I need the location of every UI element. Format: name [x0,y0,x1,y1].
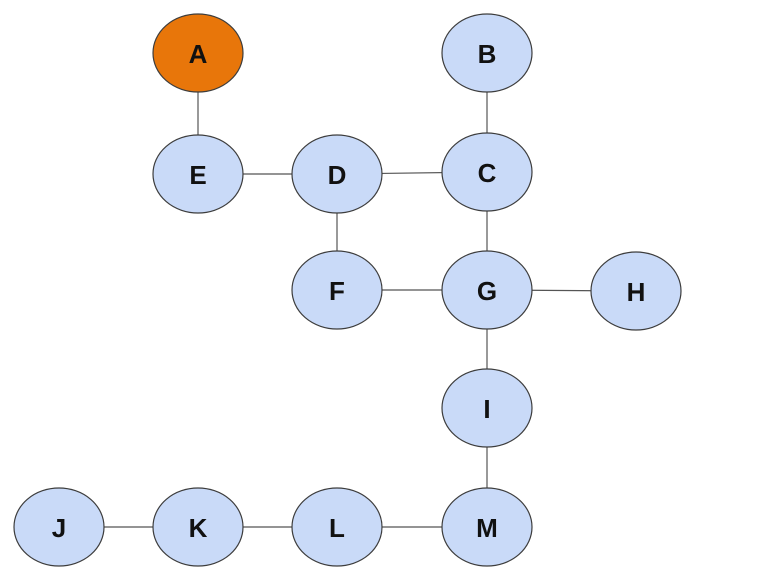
node-e: E [152,134,244,214]
node-circle-d [291,134,383,214]
node-circle-i [441,368,533,448]
node-label-h: H [627,277,646,307]
node-k: K [152,487,244,567]
node-b: B [441,13,533,93]
node-c: C [441,132,533,212]
node-label-a: A [189,39,208,69]
node-label-m: M [476,513,498,543]
node-circle-b [441,13,533,93]
node-h: H [590,251,682,331]
node-circle-l [291,487,383,567]
node-circle-f [291,250,383,330]
node-label-b: B [478,39,497,69]
node-label-l: L [329,513,345,543]
node-label-d: D [328,160,347,190]
node-circle-a [152,13,244,93]
node-label-k: K [189,513,208,543]
node-d: D [291,134,383,214]
node-a: A [152,13,244,93]
node-l: L [291,487,383,567]
node-circle-g [441,250,533,330]
node-label-c: C [478,158,497,188]
node-m: M [441,487,533,567]
node-label-f: F [329,276,345,306]
node-j: J [13,487,105,567]
node-i: I [441,368,533,448]
node-circle-k [152,487,244,567]
node-g: G [441,250,533,330]
node-label-j: J [52,513,66,543]
node-f: F [291,250,383,330]
node-label-g: G [477,276,497,306]
nodes-layer: A B C D E F G H I J K L M [13,13,682,567]
node-circle-e [152,134,244,214]
node-circle-m [441,487,533,567]
node-circle-h [590,251,682,331]
node-label-e: E [189,160,206,190]
node-circle-c [441,132,533,212]
node-label-i: I [483,394,490,424]
node-circle-j [13,487,105,567]
